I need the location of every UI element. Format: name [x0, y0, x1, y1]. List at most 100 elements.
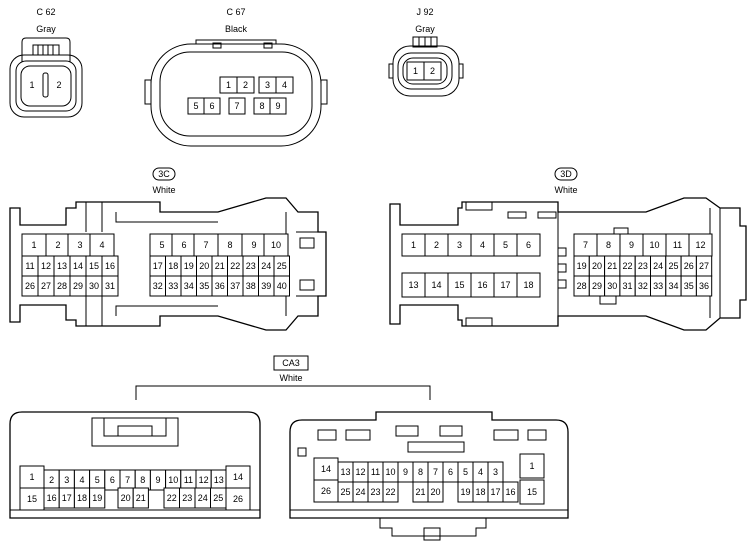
- ca3l-pin-2: 2: [49, 475, 54, 485]
- c67-pin-1: 1: [226, 80, 231, 90]
- 3d-pin-29: 29: [592, 281, 602, 291]
- 3d-pin-cell: [695, 275, 713, 297]
- c67-pin-7: 7: [234, 101, 239, 111]
- 3d-pin-26: 26: [684, 261, 694, 271]
- 3d-pin-8: 8: [606, 240, 611, 250]
- j92-pin-2: 2: [430, 66, 435, 76]
- 3d-pin-cell: [516, 272, 541, 298]
- c67-pin-cell: [236, 76, 255, 94]
- 3d-pin-16: 16: [477, 280, 487, 290]
- 3c-pin-29: 29: [73, 281, 83, 291]
- c67-pin-6: 6: [209, 101, 214, 111]
- c67-pin-8: 8: [259, 101, 264, 111]
- connector-c62: C 62 Gray 1 2: [9, 7, 83, 118]
- 3d-pin-33: 33: [653, 281, 663, 291]
- 3c-pin-17: 17: [153, 261, 163, 271]
- 3d-pin-17: 17: [500, 280, 510, 290]
- connector-ca3-color: White: [279, 373, 302, 383]
- c67-pin-cell: [269, 97, 287, 115]
- 3c-pin-31: 31: [105, 281, 115, 291]
- ca3r-pin-12: 12: [355, 467, 365, 477]
- 3c-pin-13: 13: [57, 261, 67, 271]
- ca3r-pin-18: 18: [475, 487, 485, 497]
- 3c-pin-18: 18: [168, 261, 178, 271]
- 3d-pin-20: 20: [592, 261, 602, 271]
- ca3l-pin-cell: [210, 487, 227, 509]
- ca3r-pin-9: 9: [403, 467, 408, 477]
- 3c-pin-4: 4: [99, 240, 104, 250]
- ca3r-pin-10: 10: [385, 467, 395, 477]
- 3c-pin-25: 25: [277, 261, 287, 271]
- c67-pin-2: 2: [243, 80, 248, 90]
- ca3l-pin-4: 4: [79, 475, 84, 485]
- 3c-pin-38: 38: [246, 281, 256, 291]
- 3c-pin-5: 5: [159, 240, 164, 250]
- 3c-pin-8: 8: [227, 240, 232, 250]
- ca3l-pin-24: 24: [198, 493, 208, 503]
- ca3l-pin-20: 20: [121, 493, 131, 503]
- 3c-pin-40: 40: [277, 281, 287, 291]
- 3c-pin-12: 12: [41, 261, 51, 271]
- 3d-pin-27: 27: [699, 261, 709, 271]
- 3c-pin-14: 14: [73, 261, 83, 271]
- 3d-pin-3: 3: [457, 240, 462, 250]
- 3d-pin-28: 28: [577, 281, 587, 291]
- ca3l-pin-cell: [89, 487, 106, 509]
- ca3l-pin-15: 15: [27, 494, 37, 504]
- ca3r-pin-23: 23: [370, 487, 380, 497]
- ca3r-pin-13: 13: [340, 467, 350, 477]
- ca3r-pin-cell: [519, 479, 545, 505]
- ca3r-pin-8: 8: [418, 467, 423, 477]
- ca3-bracket: [135, 385, 431, 400]
- ca3r-pin-3: 3: [493, 467, 498, 477]
- 3d-pin-2: 2: [434, 240, 439, 250]
- connector-j92-code: J 92: [416, 7, 433, 17]
- ca3r-pin-25: 25: [340, 487, 350, 497]
- ca3r-pin-22: 22: [385, 487, 395, 497]
- ca3l-pin-cell: [132, 487, 149, 509]
- connector-c62-color: Gray: [36, 24, 56, 34]
- ca3l-pin-10: 10: [168, 475, 178, 485]
- 3d-pin-21: 21: [607, 261, 617, 271]
- 3c-pin-2: 2: [55, 240, 60, 250]
- ca3l-pin-6: 6: [110, 475, 115, 485]
- 3d-pin-34: 34: [668, 281, 678, 291]
- ca3r-pin-17: 17: [490, 487, 500, 497]
- ca3l-pin-7: 7: [125, 475, 130, 485]
- c67-pin-cell: [275, 76, 294, 94]
- 3d-pin-11: 11: [673, 240, 682, 250]
- 3c-pin-21: 21: [215, 261, 225, 271]
- 3c-pin-20: 20: [199, 261, 209, 271]
- ca3l-pin-25: 25: [213, 493, 223, 503]
- ca3r-pin-5: 5: [463, 467, 468, 477]
- 3c-pin-15: 15: [89, 261, 99, 271]
- 3c-pin-10: 10: [271, 240, 281, 250]
- 3d-pin-5: 5: [503, 240, 508, 250]
- ca3l-pin-9: 9: [155, 475, 160, 485]
- connector-ca3-code: CA3: [282, 358, 300, 368]
- 3d-pin-13: 13: [408, 280, 418, 290]
- c67-pin-cell: [228, 97, 246, 115]
- 3d-pin-32: 32: [638, 281, 648, 291]
- ca3r-pin-14: 14: [321, 464, 331, 474]
- 3c-pin-36: 36: [215, 281, 225, 291]
- 3d-pin-1: 1: [411, 240, 416, 250]
- connector-3d-code: 3D: [560, 169, 572, 179]
- ca3l-pin-12: 12: [199, 475, 209, 485]
- 3c-pin-23: 23: [246, 261, 256, 271]
- 3c-pin-1: 1: [31, 240, 36, 250]
- 3d-pin-23: 23: [638, 261, 648, 271]
- ca3r-pin-cell: [519, 453, 545, 479]
- 3c-pin-32: 32: [153, 281, 163, 291]
- ca3r-pin-15: 15: [527, 487, 537, 497]
- connector-3c-code: 3C: [158, 169, 170, 179]
- ca3l-pin-18: 18: [77, 493, 87, 503]
- c67-pin-3: 3: [265, 80, 270, 90]
- 3d-pin-9: 9: [629, 240, 634, 250]
